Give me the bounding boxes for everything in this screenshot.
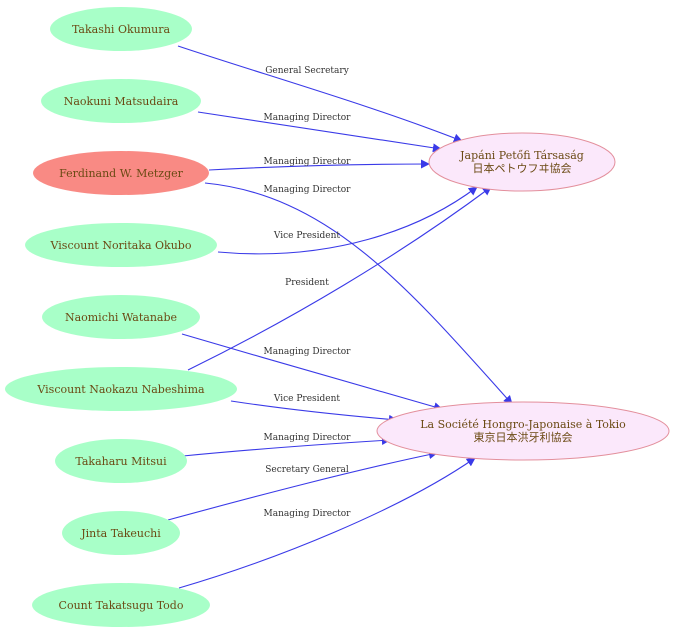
organization-label-line1: Japáni Petőfi Társaság bbox=[459, 149, 584, 162]
person-ellipse bbox=[42, 295, 200, 339]
edge-nabeshima-societe bbox=[230, 400, 398, 424]
edge-matsudaira-petofi bbox=[197, 111, 442, 153]
edge-metzger-societe bbox=[204, 182, 513, 405]
person-node-matsudaira[interactable]: Naokuni Matsudaira bbox=[41, 79, 201, 123]
edge-mitsui-societe bbox=[182, 436, 391, 457]
person-label: Ferdinand W. Metzger bbox=[59, 167, 184, 180]
edge-nabeshima-petofi bbox=[187, 186, 492, 371]
edge-label-takeuchi-societe: Secretary General bbox=[265, 465, 349, 475]
edge-label-matsudaira-petofi: Managing Director bbox=[264, 113, 352, 123]
edge-watanabe-societe bbox=[181, 333, 443, 412]
person-label: Takashi Okumura bbox=[72, 23, 171, 36]
edge-todo-societe bbox=[178, 457, 476, 589]
person-node-okumura[interactable]: Takashi Okumura bbox=[50, 7, 192, 51]
organization-ellipse bbox=[428, 132, 616, 192]
person-label: Viscount Naokazu Nabeshima bbox=[36, 383, 205, 396]
edge-label-metzger-petofi: Managing Director bbox=[264, 157, 352, 167]
edge-okubo-petofi bbox=[217, 186, 478, 255]
edges-layer bbox=[167, 45, 513, 589]
edge-label-todo-societe: Managing Director bbox=[264, 509, 352, 519]
person-ellipse bbox=[5, 367, 237, 411]
person-label: Jinta Takeuchi bbox=[80, 527, 161, 540]
person-node-takeuchi[interactable]: Jinta Takeuchi bbox=[62, 511, 180, 555]
person-node-watanabe[interactable]: Naomichi Watanabe bbox=[42, 295, 200, 339]
person-label: Naokuni Matsudaira bbox=[64, 95, 179, 108]
edge-label-okubo-petofi: Vice President bbox=[273, 231, 341, 241]
edge-label-okumura-petofi: General Secretary bbox=[265, 66, 349, 76]
person-ellipse bbox=[33, 151, 209, 195]
edge-label-mitsui-societe: Managing Director bbox=[264, 433, 352, 443]
organization-ellipse bbox=[376, 401, 670, 461]
person-ellipse bbox=[50, 7, 192, 51]
person-ellipse bbox=[62, 511, 180, 555]
person-ellipse bbox=[25, 223, 217, 267]
person-label: Count Takatsugu Todo bbox=[59, 599, 184, 612]
edge-label-metzger-societe: Managing Director bbox=[264, 185, 352, 195]
edge-okumura-petofi bbox=[177, 45, 463, 143]
edge-label-nabeshima-petofi: President bbox=[285, 278, 329, 288]
person-label: Takaharu Mitsui bbox=[75, 455, 167, 468]
organization-label-line1: La Société Hongro-Japonaise à Tokio bbox=[420, 418, 626, 431]
person-ellipse bbox=[32, 583, 210, 627]
edge-label-nabeshima-societe: Vice President bbox=[273, 394, 341, 404]
edge-label-watanabe-societe: Managing Director bbox=[264, 347, 352, 357]
person-label: Viscount Noritaka Okubo bbox=[50, 239, 192, 252]
person-node-todo[interactable]: Count Takatsugu Todo bbox=[32, 583, 210, 627]
organization-label-line2: 日本ペトウフヰ協会 bbox=[473, 161, 572, 175]
person-label: Naomichi Watanabe bbox=[65, 311, 177, 324]
edge-metzger-petofi bbox=[208, 159, 430, 171]
organization-label-line2: 東京日本洪牙利協会 bbox=[474, 430, 573, 444]
person-node-metzger[interactable]: Ferdinand W. Metzger bbox=[33, 151, 209, 195]
person-node-okubo[interactable]: Viscount Noritaka Okubo bbox=[25, 223, 217, 267]
person-node-nabeshima[interactable]: Viscount Naokazu Nabeshima bbox=[5, 367, 237, 411]
person-ellipse bbox=[55, 439, 187, 483]
organization-node-societe[interactable]: La Société Hongro-Japonaise à Tokio東京日本洪… bbox=[376, 401, 670, 461]
edge-takeuchi-societe bbox=[167, 450, 438, 521]
person-node-mitsui[interactable]: Takaharu Mitsui bbox=[55, 439, 187, 483]
person-ellipse bbox=[41, 79, 201, 123]
